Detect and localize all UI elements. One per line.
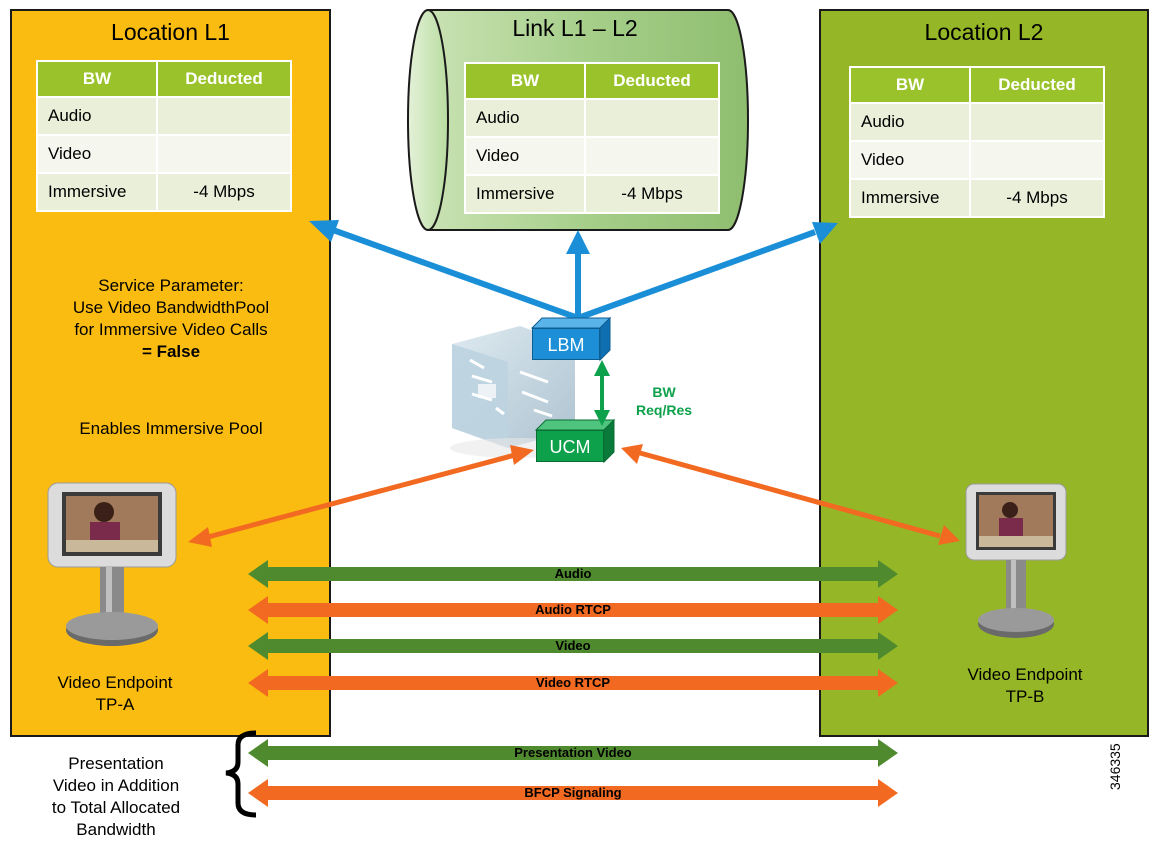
- media-arrows: [248, 560, 898, 807]
- stream-label-presentation: Presentation Video: [514, 745, 632, 760]
- row-value: -4 Mbps: [156, 172, 292, 212]
- table-header: BW: [464, 62, 586, 100]
- endpoint-tp-a-label: Video Endpoint TP-A: [20, 672, 210, 716]
- row-label: Video: [464, 136, 586, 176]
- table-header: Deducted: [584, 62, 720, 100]
- immersive-pool-note: Enables Immersive Pool: [79, 419, 263, 438]
- location-l1-title: Location L1: [111, 19, 230, 45]
- link-title: Link L1 – L2: [512, 15, 638, 41]
- row-label: Immersive: [849, 178, 971, 218]
- row-label: Video: [849, 140, 971, 180]
- table-header: BW: [36, 60, 158, 98]
- stream-label-video-rtcp: Video RTCP: [535, 675, 611, 690]
- row-label: Audio: [36, 96, 158, 136]
- row-label: Audio: [464, 98, 586, 138]
- stream-label-bfcp: BFCP Signaling: [524, 785, 622, 800]
- stream-arrow-audio-rtcp: [248, 596, 898, 624]
- blue-arrows: [309, 220, 838, 321]
- endpoint-label-line: TP-A: [95, 695, 135, 714]
- endpoint-tp-b-label: Video Endpoint TP-B: [930, 664, 1120, 708]
- row-value: [156, 96, 292, 136]
- row-value: [969, 102, 1105, 142]
- presentation-note-line: Bandwidth: [76, 820, 156, 839]
- row-value: -4 Mbps: [969, 178, 1105, 218]
- stream-label-video: Video: [555, 638, 591, 653]
- bw-label-line: BW: [652, 384, 676, 400]
- row-label: Video: [36, 134, 158, 174]
- service-parameter-line: Service Parameter:: [98, 276, 244, 295]
- endpoint-label-line: Video Endpoint: [57, 673, 173, 692]
- presentation-note-line: to Total Allocated: [51, 798, 181, 817]
- endpoint-tp-b-icon: [965, 483, 1067, 638]
- presentation-note-line: Video in Addition: [52, 776, 180, 795]
- bw-req-res-label: BW Req/Res: [636, 383, 692, 419]
- stream-arrow-video-rtcp: [248, 669, 898, 697]
- row-label: Immersive: [464, 174, 586, 214]
- stream-label-audio: Audio: [554, 566, 592, 581]
- location-l2-title: Location L2: [924, 19, 1044, 45]
- stream-label-audio-rtcp: Audio RTCP: [535, 602, 611, 617]
- location-l2-bw-table: BW Deducted Audio Video Immersive -4 Mbp…: [849, 66, 1105, 218]
- table-header: BW: [849, 66, 971, 104]
- bw-request-arrow: [594, 360, 610, 426]
- bw-label-line: Req/Res: [636, 402, 693, 418]
- row-value: [156, 134, 292, 174]
- row-value: [584, 136, 720, 176]
- figure-id: 346335: [1107, 743, 1123, 790]
- row-label: Audio: [849, 102, 971, 142]
- service-parameter-value: = False: [141, 342, 201, 361]
- row-value: -4 Mbps: [584, 174, 720, 214]
- service-parameter-line: for Immersive Video Calls: [74, 320, 268, 339]
- stream-arrow-presentation: [248, 739, 898, 767]
- endpoint-tp-a-icon: [47, 482, 177, 646]
- curly-brace: [225, 730, 257, 818]
- row-label: Immersive: [36, 172, 158, 212]
- link-bw-table: BW Deducted Audio Video Immersive -4 Mbp…: [464, 62, 720, 214]
- row-value: [969, 140, 1105, 180]
- stream-arrow-video: [248, 632, 898, 660]
- presentation-note: Presentation Video in Addition to Total …: [16, 753, 216, 841]
- row-value: [584, 98, 720, 138]
- ucm-box: UCM: [536, 430, 604, 462]
- stream-arrow-audio: [248, 560, 898, 588]
- stream-arrow-bfcp: [248, 779, 898, 807]
- signaling-arrows: [188, 444, 960, 547]
- endpoint-label-line: TP-B: [1005, 687, 1045, 706]
- presentation-note-line: Presentation: [68, 754, 164, 773]
- location-l1-bw-table: BW Deducted Audio Video Immersive -4 Mbp…: [36, 60, 292, 212]
- service-parameter-line: Use Video BandwidthPool: [72, 298, 270, 317]
- lbm-box: LBM: [532, 328, 600, 360]
- table-header: Deducted: [156, 60, 292, 98]
- table-header: Deducted: [969, 66, 1105, 104]
- service-parameter-text: Service Parameter: Use Video BandwidthPo…: [12, 275, 330, 363]
- endpoint-label-line: Video Endpoint: [967, 665, 1083, 684]
